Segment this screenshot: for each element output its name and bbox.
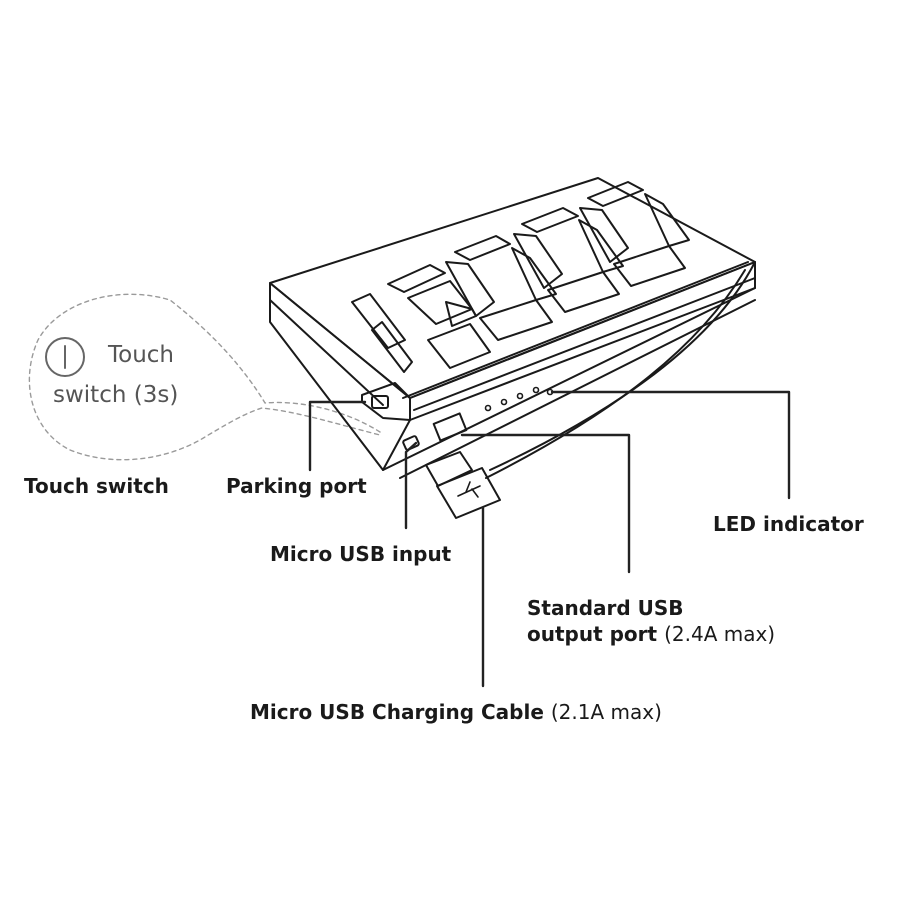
leader-micro-usb-input: [404, 441, 418, 530]
parking-port: [361, 382, 411, 421]
label-charging-cable: Micro USB Charging Cable (2.1A max): [250, 700, 662, 724]
label-parking-port: Parking port: [226, 474, 367, 498]
label-standard-usb-line1: Standard USB: [527, 596, 684, 620]
charging-cable: [425, 261, 756, 519]
capacity-display-13000: [351, 181, 690, 373]
micro-usb-input-slot: [402, 435, 420, 451]
label-micro-usb-input: Micro USB input: [270, 542, 452, 566]
touch-switch-callout-bubble: [28, 293, 381, 461]
touch-callout-line1: Touch: [108, 342, 175, 368]
leader-standard-usb: [460, 433, 631, 574]
standard-usb-note: (2.4A max): [664, 622, 776, 646]
standard-usb-line2-text: output port: [527, 622, 658, 646]
charging-cable-note: (2.1A max): [550, 700, 662, 724]
charging-cable-text: Micro USB Charging Cable: [250, 700, 544, 724]
label-standard-usb-line2: output port (2.4A max): [527, 622, 775, 646]
label-touch-switch: Touch switch: [24, 474, 169, 498]
power-icon: [45, 337, 85, 377]
power-bank-body: [269, 177, 756, 479]
leader-lines: [308, 390, 791, 688]
touch-callout-line2: switch (3s): [53, 382, 179, 408]
usb-trident-icon: [457, 481, 481, 498]
leader-led-indicator: [550, 390, 791, 500]
label-led-indicator: LED indicator: [713, 512, 864, 536]
standard-usb-port: [432, 412, 468, 442]
led-indicator-dots: [484, 386, 554, 412]
leader-parking-port: [308, 400, 367, 472]
